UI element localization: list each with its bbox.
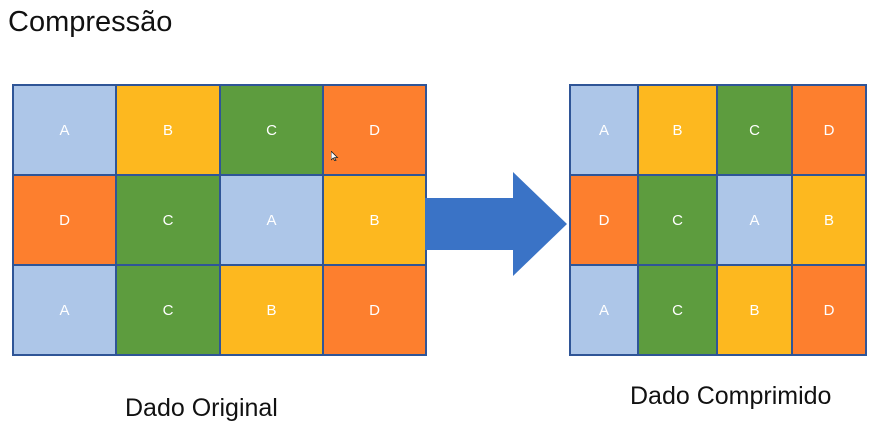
compressed-grid-cell: B [638, 85, 717, 175]
compressed-grid-cell: A [570, 265, 638, 355]
compressed-data-caption: Dado Comprimido [630, 382, 832, 410]
original-grid-cell: B [323, 175, 426, 265]
compressed-grid-cell: C [717, 85, 792, 175]
original-grid-cell: C [116, 175, 220, 265]
original-grid-cell: B [220, 265, 323, 355]
original-grid-cell: C [116, 265, 220, 355]
right-arrow-icon [425, 172, 567, 276]
original-grid-cell: B [116, 85, 220, 175]
original-grid-cell: A [13, 85, 116, 175]
compressed-grid-cell: D [792, 265, 866, 355]
original-grid-cell: A [13, 265, 116, 355]
original-grid-cell: A [220, 175, 323, 265]
original-grid-cell: D [323, 85, 426, 175]
compressed-grid-cell: B [717, 265, 792, 355]
compressed-grid-cell: A [570, 85, 638, 175]
page-title: Compressão [8, 6, 173, 38]
original-grid-cell: C [220, 85, 323, 175]
mouse-pointer-icon [331, 151, 339, 161]
original-grid-cell: D [13, 175, 116, 265]
compressed-grid-cell: C [638, 175, 717, 265]
compressed-grid-cell: C [638, 265, 717, 355]
original-grid-cell: D [323, 265, 426, 355]
compressed-grid-cell: D [570, 175, 638, 265]
compressed-grid-cell: B [792, 175, 866, 265]
compressed-grid-cell: D [792, 85, 866, 175]
compressed-grid-cell: A [717, 175, 792, 265]
original-data-caption: Dado Original [125, 394, 278, 422]
